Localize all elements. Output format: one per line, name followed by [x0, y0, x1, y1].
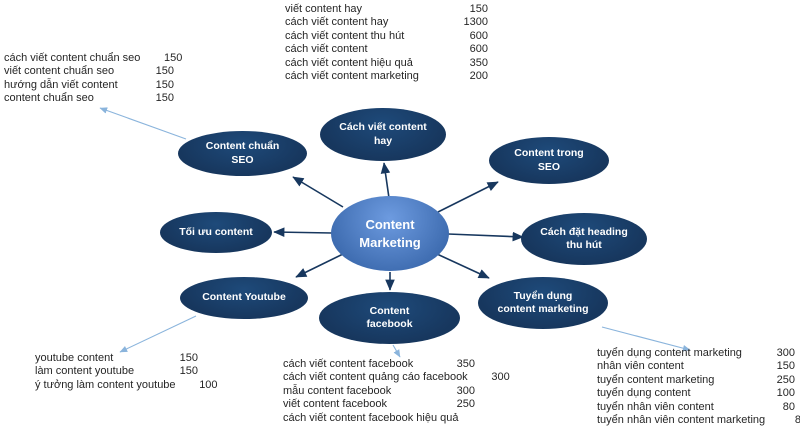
keyword-row: mẫu content facebook 300	[283, 385, 475, 398]
keyword-row: cách viết content facebook hiệu quả	[283, 412, 475, 425]
node-content-chuan-seo: Content chuẩn SEO	[178, 131, 307, 176]
keyword-row: viết content hay 150	[285, 3, 488, 16]
arrow-center-to-viet-hay	[380, 162, 391, 199]
keyword: làm content youtube	[35, 365, 135, 378]
keyword-row: nhân viên content 150	[597, 360, 795, 373]
keyword-row: hướng dẫn viết content 150	[4, 79, 174, 92]
node-content-trong-seo: Content trong SEO	[489, 137, 609, 184]
keyword: cách viết content marketing	[285, 70, 419, 83]
search-volume: 250	[776, 373, 795, 386]
keyword: cách viết content hay	[285, 16, 389, 29]
arrow-youtube-to-list	[119, 315, 197, 353]
node-cach-dat-heading-thu-hut: Cách đặt heading thu hút	[521, 213, 647, 265]
search-volume: 600	[469, 29, 488, 42]
keyword-row: tuyển nhân viên content 80	[597, 401, 795, 414]
keyword: tuyển nhân viên content marketing	[597, 414, 766, 427]
search-volume: 150	[155, 78, 174, 91]
arrow-center-to-heading	[447, 231, 524, 242]
search-volume: 350	[456, 358, 475, 370]
keyword-row: viết content facebook 250	[283, 398, 475, 411]
search-volume: 150	[155, 92, 174, 105]
keyword: mẫu content facebook	[283, 384, 392, 397]
keyword: hướng dẫn viết content	[4, 78, 118, 91]
arrow-facebook-to-list	[392, 344, 401, 358]
keyword-row: cách viết content hiệu quả 350	[285, 57, 488, 70]
keyword-row: làm content youtube 150	[35, 365, 198, 378]
keyword-row: ý tưởng làm content youtube 100	[35, 378, 218, 392]
search-volume: 1300	[463, 16, 488, 29]
arrow-center-to-chuan-seo	[292, 176, 344, 208]
node-content-youtube: Content Youtube	[180, 277, 308, 319]
keyword-row: cách viết content marketing 200	[285, 70, 488, 83]
keyword-row: cách viết content hay 1300	[285, 16, 488, 29]
keyword: content chuẩn seo	[4, 92, 94, 105]
search-volume: 350	[469, 56, 488, 69]
keyword: cách viết content quảng cáo facebook	[283, 371, 468, 384]
keyword: youtube content	[35, 352, 114, 364]
keyword-list-tuyen-dung: tuyển dụng content marketing 300 nhân viê…	[597, 347, 800, 427]
search-volume: 300	[491, 371, 510, 384]
arrow-center-to-toi-uu	[273, 227, 333, 237]
keyword: viết content chuẩn seo	[4, 65, 115, 78]
keyword-list-viet-content-hay: viết content hay 150 cách viết content ha…	[285, 3, 488, 83]
search-volume: 150	[179, 365, 198, 378]
keyword: viết content hay	[285, 3, 363, 15]
search-volume: 250	[456, 398, 475, 411]
node-cach-viet-content-hay: Cách viết content hay	[320, 108, 446, 161]
search-volume: 150	[155, 65, 174, 78]
keyword-row: viết content chuẩn seo 150	[4, 65, 174, 78]
search-volume: 100	[776, 387, 795, 400]
node-content-facebook: Content facebook	[319, 292, 460, 344]
search-volume: 150	[164, 52, 183, 64]
keyword: cách viết content facebook hiệu quả	[283, 411, 459, 424]
search-volume	[467, 412, 501, 425]
node-toi-uu-content: Tối ưu content	[160, 212, 272, 253]
node-content-marketing: Content Marketing	[331, 196, 449, 271]
keyword-row: cách viết content 600	[285, 43, 488, 56]
keyword-row: content chuẩn seo 150	[4, 92, 174, 105]
keyword-list-facebook: cách viết content facebook 350 cách viết …	[283, 358, 510, 425]
keyword: ý tưởng làm content youtube	[35, 378, 176, 391]
node-tuyen-dung-content-marketing: Tuyển dụng content marketing	[478, 277, 608, 329]
search-volume: 300	[776, 347, 795, 359]
keyword: cách viết content thu hút	[285, 29, 405, 42]
keyword-row: tuyển content marketing 250	[597, 374, 795, 387]
keyword-row: youtube content 150	[35, 352, 198, 365]
keyword: cách viết content chuẩn seo	[4, 52, 141, 64]
keyword: viết content facebook	[283, 398, 387, 411]
search-volume: 600	[469, 43, 488, 56]
keyword-row: cách viết content chuẩn seo 150	[4, 52, 182, 65]
keyword-row: cách viết content quảng cáo facebook 300	[283, 371, 510, 384]
keyword: tuyển nhân viên content	[597, 400, 714, 413]
search-volume: 300	[456, 384, 475, 397]
keyword-row: tuyển dụng content 100	[597, 387, 795, 400]
search-volume: 150	[179, 352, 198, 364]
arrow-chuan-seo-to-list	[99, 107, 187, 140]
keyword: tuyển dụng content marketing	[597, 347, 742, 359]
keyword-list-youtube: youtube content 150 làm content youtube 15…	[35, 352, 218, 392]
arrow-center-to-youtube	[295, 253, 344, 278]
keyword: cách viết content hiệu quả	[285, 56, 413, 69]
search-volume: 100	[199, 378, 218, 391]
keyword-row: cách viết content thu hút 600	[285, 30, 488, 43]
keyword: cách viết content	[285, 43, 368, 56]
keyword: cách viết content facebook	[283, 358, 414, 370]
keyword-row: cách viết content facebook 350	[283, 358, 475, 371]
keyword: tuyển content marketing	[597, 373, 715, 386]
keyword-list-chuan-seo: cách viết content chuẩn seo 150 viết cont…	[4, 52, 182, 106]
arrow-center-to-tuyen-dung	[436, 253, 490, 279]
search-volume: 150	[776, 360, 795, 373]
search-volume: 80	[794, 414, 800, 427]
keyword-row: tuyển dụng content marketing 300	[597, 347, 795, 360]
search-volume: 80	[782, 400, 795, 413]
search-volume: 200	[469, 70, 488, 83]
keyword-row: tuyển nhân viên content marketing 80	[597, 414, 800, 427]
arrow-center-to-trong-seo	[437, 181, 499, 213]
search-volume: 150	[469, 3, 488, 15]
keyword: nhân viên content	[597, 360, 684, 373]
keyword: tuyển dụng content	[597, 387, 691, 400]
